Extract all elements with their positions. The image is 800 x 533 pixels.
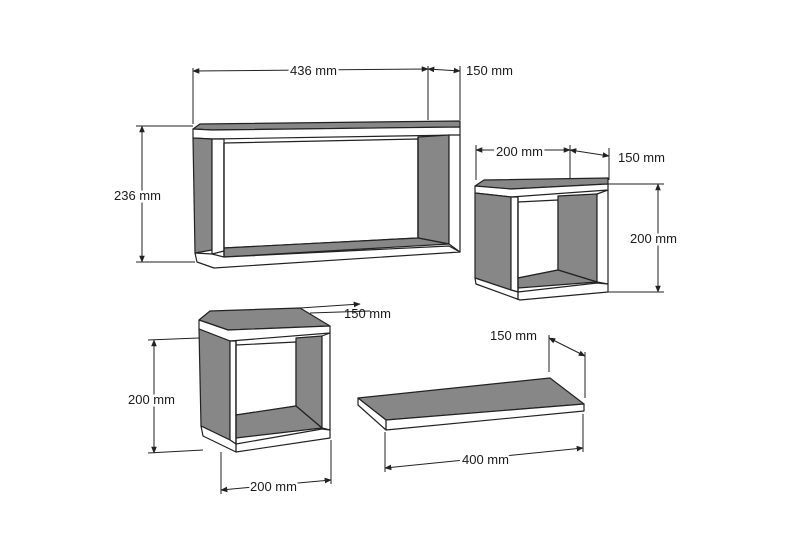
large-shelf — [192, 120, 461, 269]
flat-shelf-width-label: 400 mm — [462, 452, 509, 467]
small-cube-left-width-label: 200 mm — [250, 479, 297, 494]
large-shelf-height-label: 236 mm — [114, 188, 161, 203]
large-shelf-width-label: 436 mm — [290, 63, 337, 78]
small-cube-right-dimensions: 200 mm 150 mm 200 mm — [475, 142, 679, 293]
small-cube-right-height-label: 200 mm — [630, 231, 677, 246]
flat-shelf — [357, 377, 585, 431]
small-cube-right-depth-label: 150 mm — [618, 150, 665, 165]
small-cube-left — [198, 307, 331, 453]
small-cube-left-height-label: 200 mm — [128, 392, 175, 407]
large-shelf-depth-label: 150 mm — [466, 63, 513, 78]
flat-shelf-depth-label: 150 mm — [490, 328, 537, 343]
small-cube-right — [474, 177, 609, 301]
small-cube-left-depth-label: 150 mm — [344, 306, 391, 321]
small-cube-right-width-label: 200 mm — [496, 144, 543, 159]
flat-shelf-dimensions: 150 mm 400 mm — [384, 328, 586, 472]
large-shelf-dimensions: 436 mm 150 mm 236 mm — [112, 61, 513, 263]
small-cube-left-dimensions: 150 mm 200 mm 200 mm — [126, 301, 391, 497]
